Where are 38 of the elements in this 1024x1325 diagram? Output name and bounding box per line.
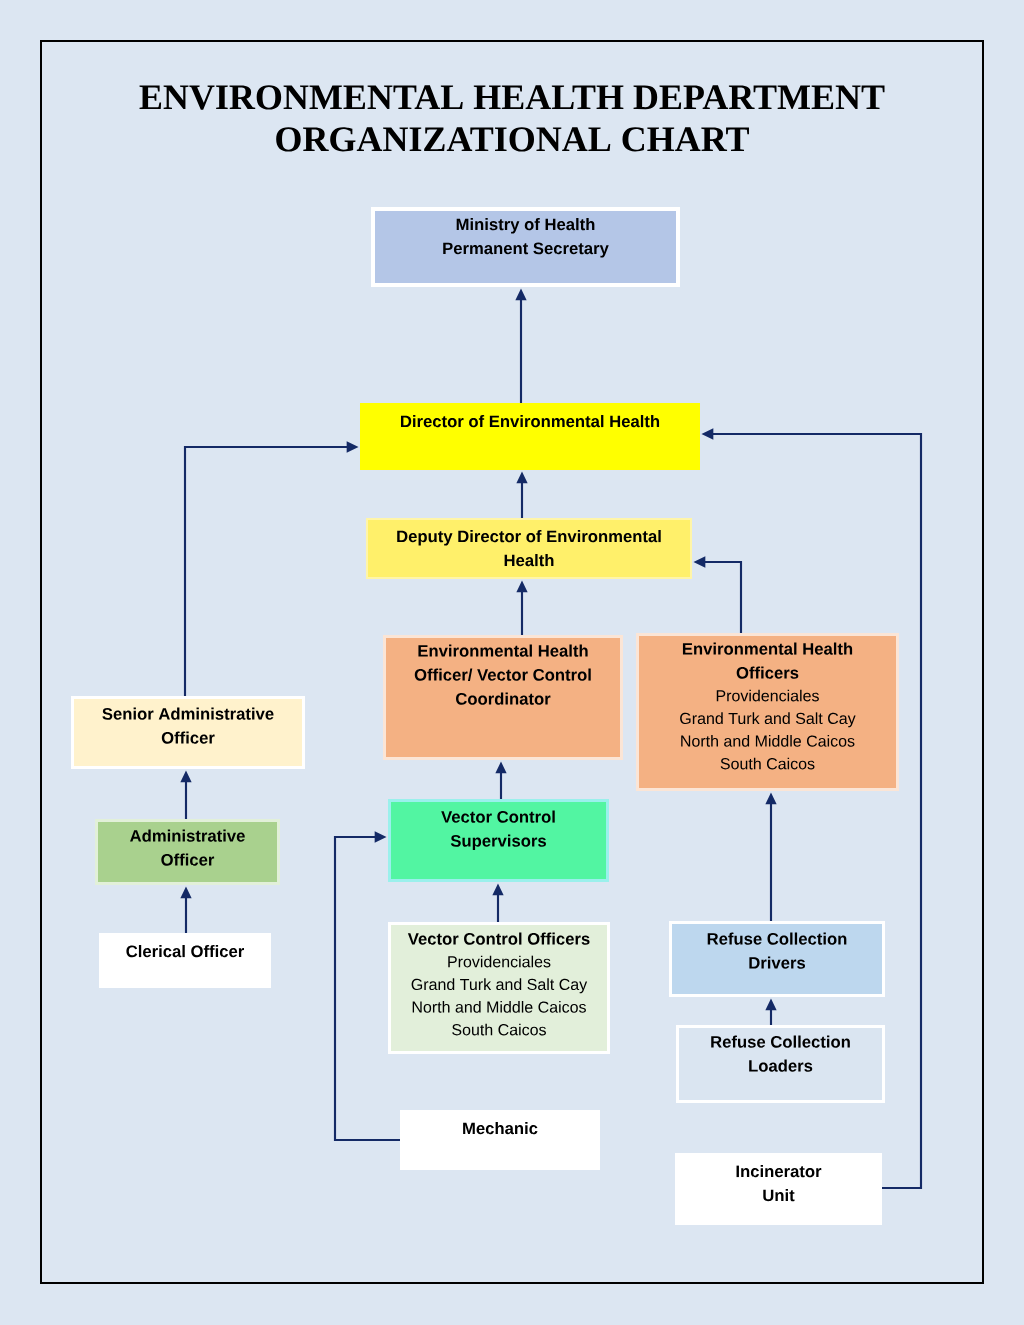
position-title: Vector Control Officers (407, 932, 590, 945)
position-title: Refuse Collection Drivers (707, 932, 847, 969)
position-title: Senior Administrative Officer (102, 707, 274, 744)
position-box (388, 922, 610, 1054)
location-text: Providenciales (448, 955, 551, 968)
position-box (71, 696, 305, 769)
position-box (400, 1110, 600, 1170)
position-box (669, 921, 885, 997)
position-box (360, 403, 700, 470)
location-text: North and Middle Caicos (681, 735, 855, 747)
position-title: Administrative Officer (130, 829, 245, 866)
location-text: Grand Turk and Salt Cay (411, 978, 588, 994)
position-box (366, 518, 692, 579)
position-box (371, 207, 680, 287)
position-title: Clerical Officer (126, 945, 244, 958)
position-title: Incinerator Unit (736, 1165, 822, 1202)
position-box (388, 799, 609, 882)
position-box (99, 933, 271, 988)
location-text: South Caicos (452, 1023, 546, 1036)
location-text: Providenciales (716, 689, 819, 702)
position-title: Deputy Director of Environmental Health (397, 530, 661, 567)
position-title: Director of Environmental Health (401, 415, 660, 428)
position-title: Ministry of Health Permanent Secretary (443, 218, 609, 258)
position-title: Environmental Health Officers (682, 642, 853, 679)
position-box (676, 1025, 885, 1103)
position-title: Environmental Health Officer/ Vector Control Coordinator (414, 644, 591, 705)
arrow (333, 831, 400, 1142)
location-text: South Caicos (720, 757, 815, 770)
chart-title: ENVIRONMENTAL HEALTH DEPARTMENT ORGANIZATIONAL CHART (139, 85, 885, 152)
position-title: Refuse Collection Loaders (711, 1035, 850, 1072)
position-box (675, 1153, 882, 1225)
position-box (95, 819, 280, 885)
position-box (383, 635, 623, 760)
location-text: Grand Turk and Salt Cay (680, 712, 856, 728)
position-box (636, 633, 899, 791)
location-text: North and Middle Caicos (412, 1001, 586, 1013)
position-title: Mechanic (463, 1122, 538, 1135)
position-title: Vector Control Supervisors (441, 810, 555, 851)
